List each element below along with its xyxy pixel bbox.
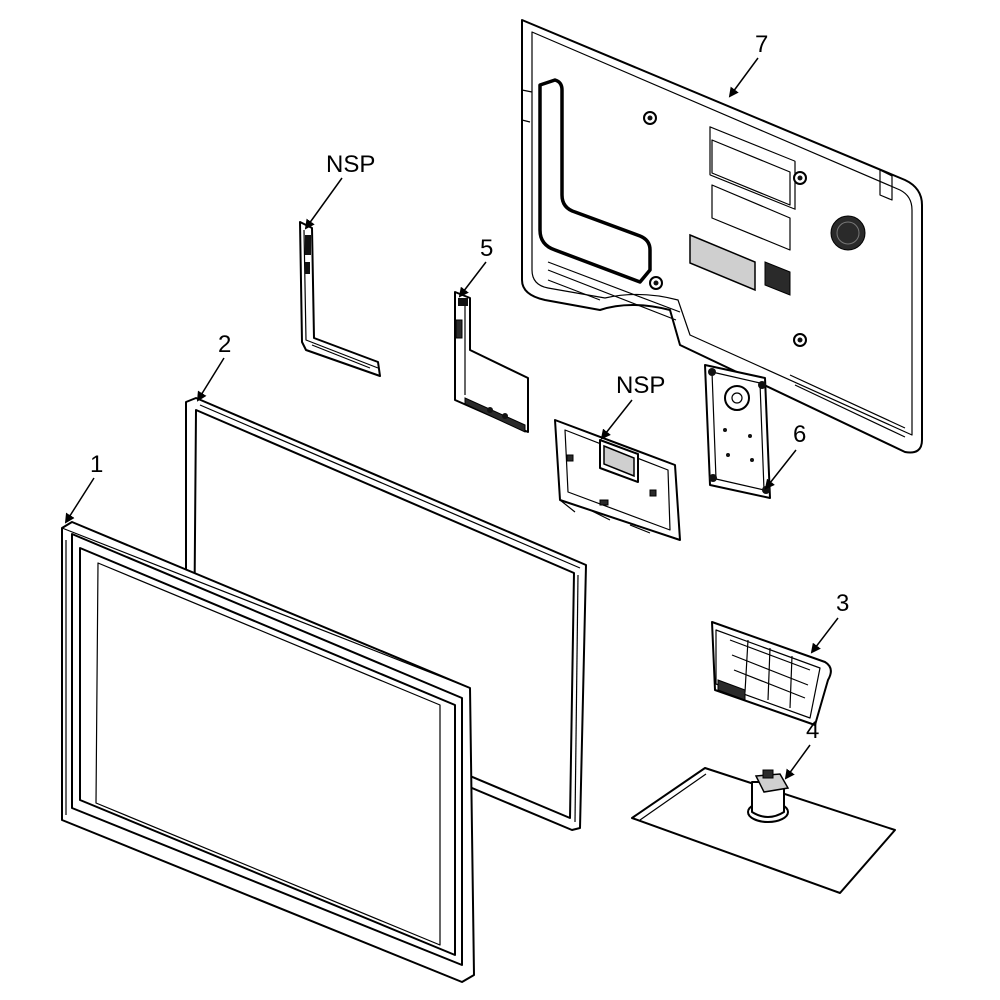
callout-part-6: 6 bbox=[764, 421, 806, 490]
callout-nsp-center: NSP bbox=[600, 372, 665, 440]
callout-part-3-label: 3 bbox=[836, 590, 849, 617]
callout-nsp-left: NSP bbox=[304, 151, 375, 230]
callout-part-5: 5 bbox=[458, 235, 493, 298]
callout-part-4: 4 bbox=[784, 717, 819, 780]
callout-nsp-left-label: NSP bbox=[326, 151, 375, 178]
stand-bracket-plate-part-6 bbox=[704, 364, 771, 499]
callout-part-7: 7 bbox=[728, 31, 768, 98]
stand-cover-part-3 bbox=[711, 621, 832, 726]
callout-part-5-label: 5 bbox=[480, 235, 493, 262]
main-board-part-5 bbox=[454, 291, 529, 433]
callout-part-4-label: 4 bbox=[806, 717, 819, 744]
stand-base-part-4 bbox=[631, 767, 896, 894]
bracket-nsp-left bbox=[299, 221, 381, 377]
callout-part-1: 1 bbox=[64, 451, 103, 524]
callout-part-2: 2 bbox=[196, 331, 231, 402]
callout-part-1-label: 1 bbox=[90, 451, 103, 478]
back-cover-part-7 bbox=[521, 19, 923, 454]
callout-part-3: 3 bbox=[810, 590, 849, 654]
callout-nsp-center-label: NSP bbox=[616, 372, 665, 399]
callout-part-6-label: 6 bbox=[793, 421, 806, 448]
callout-part-2-label: 2 bbox=[218, 331, 231, 358]
callout-part-7-label: 7 bbox=[755, 31, 768, 58]
bracket-nsp-center bbox=[554, 419, 681, 541]
front-bezel-part-1 bbox=[61, 521, 475, 983]
